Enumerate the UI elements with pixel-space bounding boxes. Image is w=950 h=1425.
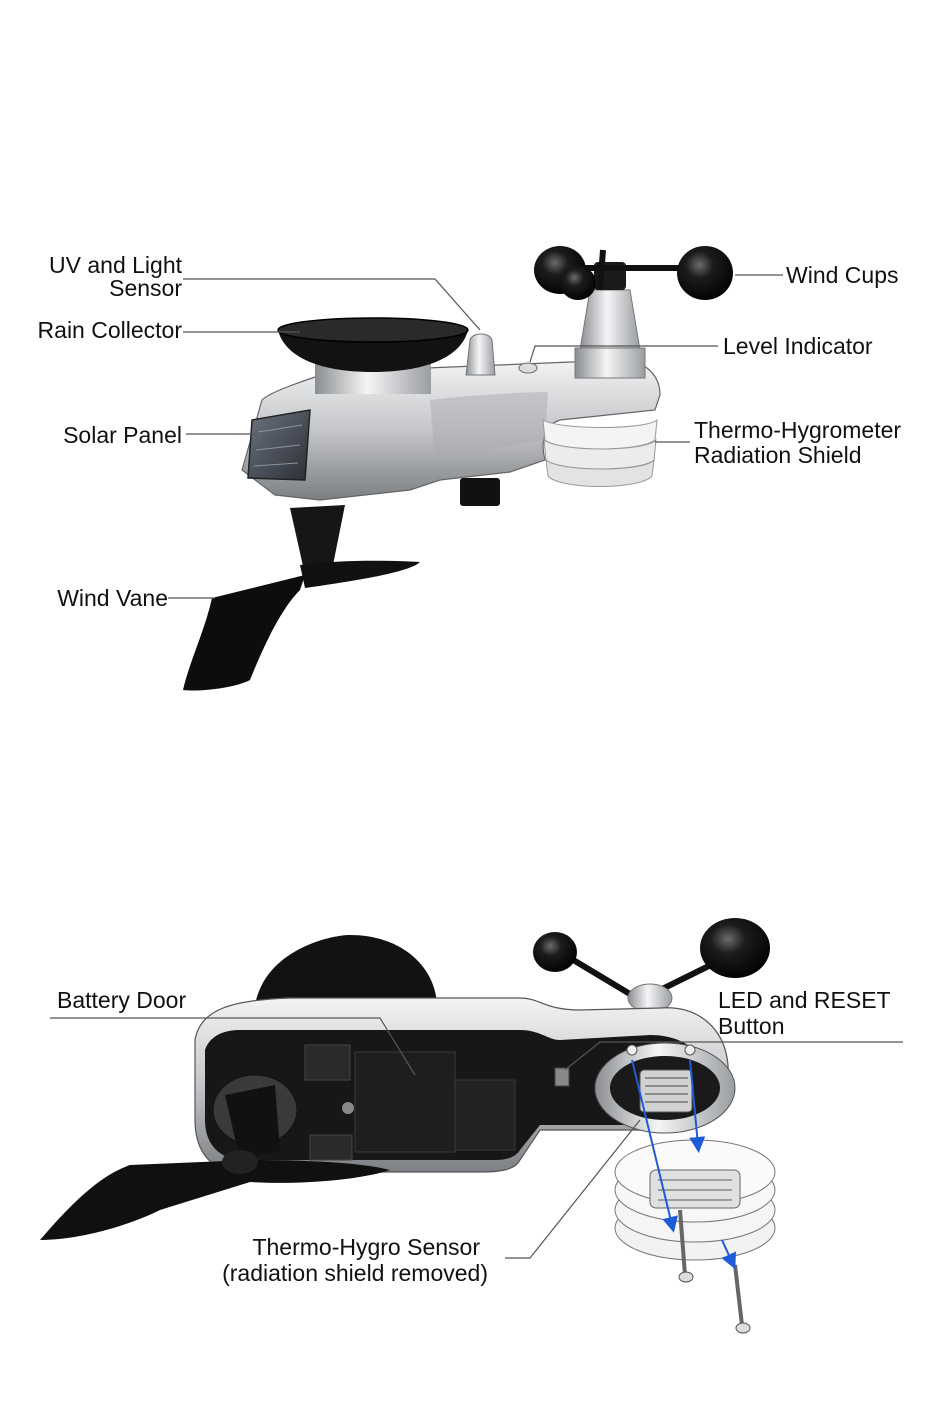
radiation-shield-part	[543, 420, 657, 487]
uv-sensor-part	[466, 334, 495, 375]
label-th-sensor-line2: (radiation shield removed)	[150, 1261, 488, 1285]
sensor-mount-part	[595, 1043, 735, 1133]
label-shield-line2: Radiation Shield	[694, 443, 862, 467]
rain-funnel-part	[255, 935, 437, 1005]
label-uv-sensor-line1: UV and Light	[20, 253, 182, 277]
label-wind-cups: Wind Cups	[786, 263, 898, 287]
led-reset-part	[555, 1068, 569, 1086]
level-indicator-part	[519, 363, 537, 373]
label-solar-panel: Solar Panel	[20, 423, 182, 447]
removed-shield-part	[615, 1140, 775, 1260]
label-uv-sensor-line2: Sensor	[20, 276, 182, 300]
label-shield-line1: Thermo-Hygrometer	[694, 418, 901, 442]
label-battery-door: Battery Door	[57, 988, 186, 1012]
label-led-reset-line1: LED and RESET	[718, 988, 891, 1012]
label-level-indicator: Level Indicator	[723, 334, 873, 358]
label-led-reset-line2: Button	[718, 1014, 785, 1038]
top-weather-station	[183, 246, 733, 691]
label-th-sensor-line1: Thermo-Hygro Sensor	[150, 1235, 480, 1259]
wind-vane-part	[183, 505, 420, 691]
label-rain-collector: Rain Collector	[20, 318, 182, 342]
label-wind-vane: Wind Vane	[20, 586, 168, 610]
battery-door-part	[355, 1052, 455, 1152]
wind-cup-tower	[534, 246, 733, 378]
solar-panel-part	[248, 410, 310, 480]
connector-part	[460, 478, 500, 506]
